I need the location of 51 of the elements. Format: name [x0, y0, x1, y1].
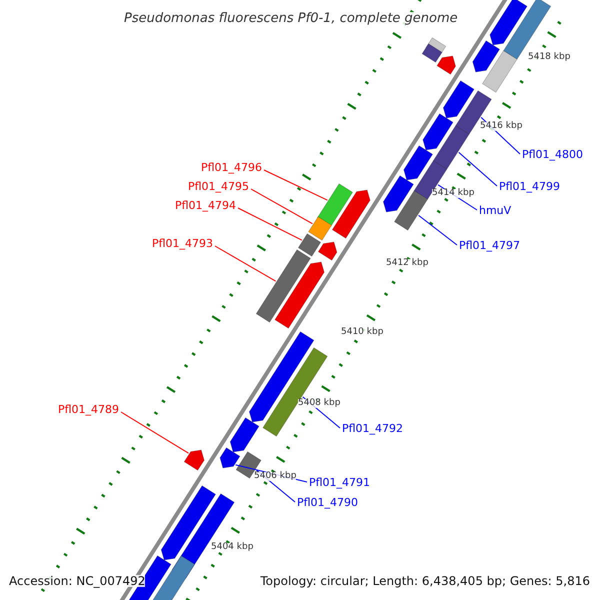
gene-block	[382, 175, 414, 212]
gene-block	[432, 125, 470, 170]
scale-label: 5412 kbp	[386, 259, 428, 268]
gene-label: Pfl01_4797	[459, 240, 520, 250]
leader-line	[418, 214, 458, 246]
scale-label: 5404 kbp	[211, 543, 254, 552]
title: Pseudomonas fluorescens Pf0-1, complete genome	[124, 12, 458, 25]
leader-line	[250, 188, 313, 224]
leader-line	[214, 246, 276, 282]
gene-label: Pfl01_4794	[175, 200, 236, 210]
gene-label: Pfl01_4800	[522, 148, 584, 160]
gene-block	[422, 43, 442, 63]
gene-block	[256, 249, 311, 323]
gene-label: Pfl01_4795	[188, 180, 250, 192]
gene-label: Pfl01_4796	[201, 162, 262, 172]
gene-block	[332, 190, 370, 239]
gene-block	[184, 450, 205, 471]
scale-label: 5408 kbp	[298, 399, 340, 408]
leader-line	[458, 152, 498, 186]
scale-label: 5406 kbp	[254, 472, 296, 481]
scale-label: 5418 kbp	[528, 53, 570, 62]
gene-block	[422, 113, 454, 150]
gene-block	[436, 56, 456, 75]
gene-block	[503, 0, 552, 60]
gene-label: Pfl01_4791	[309, 476, 370, 488]
scale-label: 5414 kbp	[432, 189, 474, 198]
gene-label: Pfl01_4789	[58, 404, 120, 414]
gene-block	[274, 262, 325, 329]
gene-block	[220, 447, 240, 468]
gene-block	[318, 242, 338, 261]
leader-line	[264, 170, 328, 201]
gene-block	[298, 233, 322, 257]
gene-block	[442, 80, 475, 118]
leader-line	[238, 208, 302, 241]
gene-block	[394, 190, 428, 231]
accession-text: Accession: NC_007492	[9, 575, 146, 587]
gene-block	[230, 417, 260, 452]
gene-label: Pfl01_4792	[342, 422, 404, 434]
scale-label: 5416 kbp	[480, 122, 522, 131]
leader-line	[120, 412, 189, 454]
gene-label: Pfl01_4790	[297, 496, 358, 508]
gene-block	[316, 183, 354, 227]
genome-info: Topology: circular; Length: 6,438,405 bp; Genes: 5,816	[260, 575, 590, 587]
gene-block	[472, 40, 500, 72]
gene-block	[403, 145, 434, 180]
gene-label: Pfl01_4799	[499, 180, 560, 192]
gene-label: hmuV	[479, 204, 512, 216]
gene-block	[490, 0, 528, 46]
gene-block	[482, 50, 518, 93]
gene-label: Pfl01_4793	[152, 238, 214, 248]
scale-label: 5410 kbp	[341, 328, 384, 337]
